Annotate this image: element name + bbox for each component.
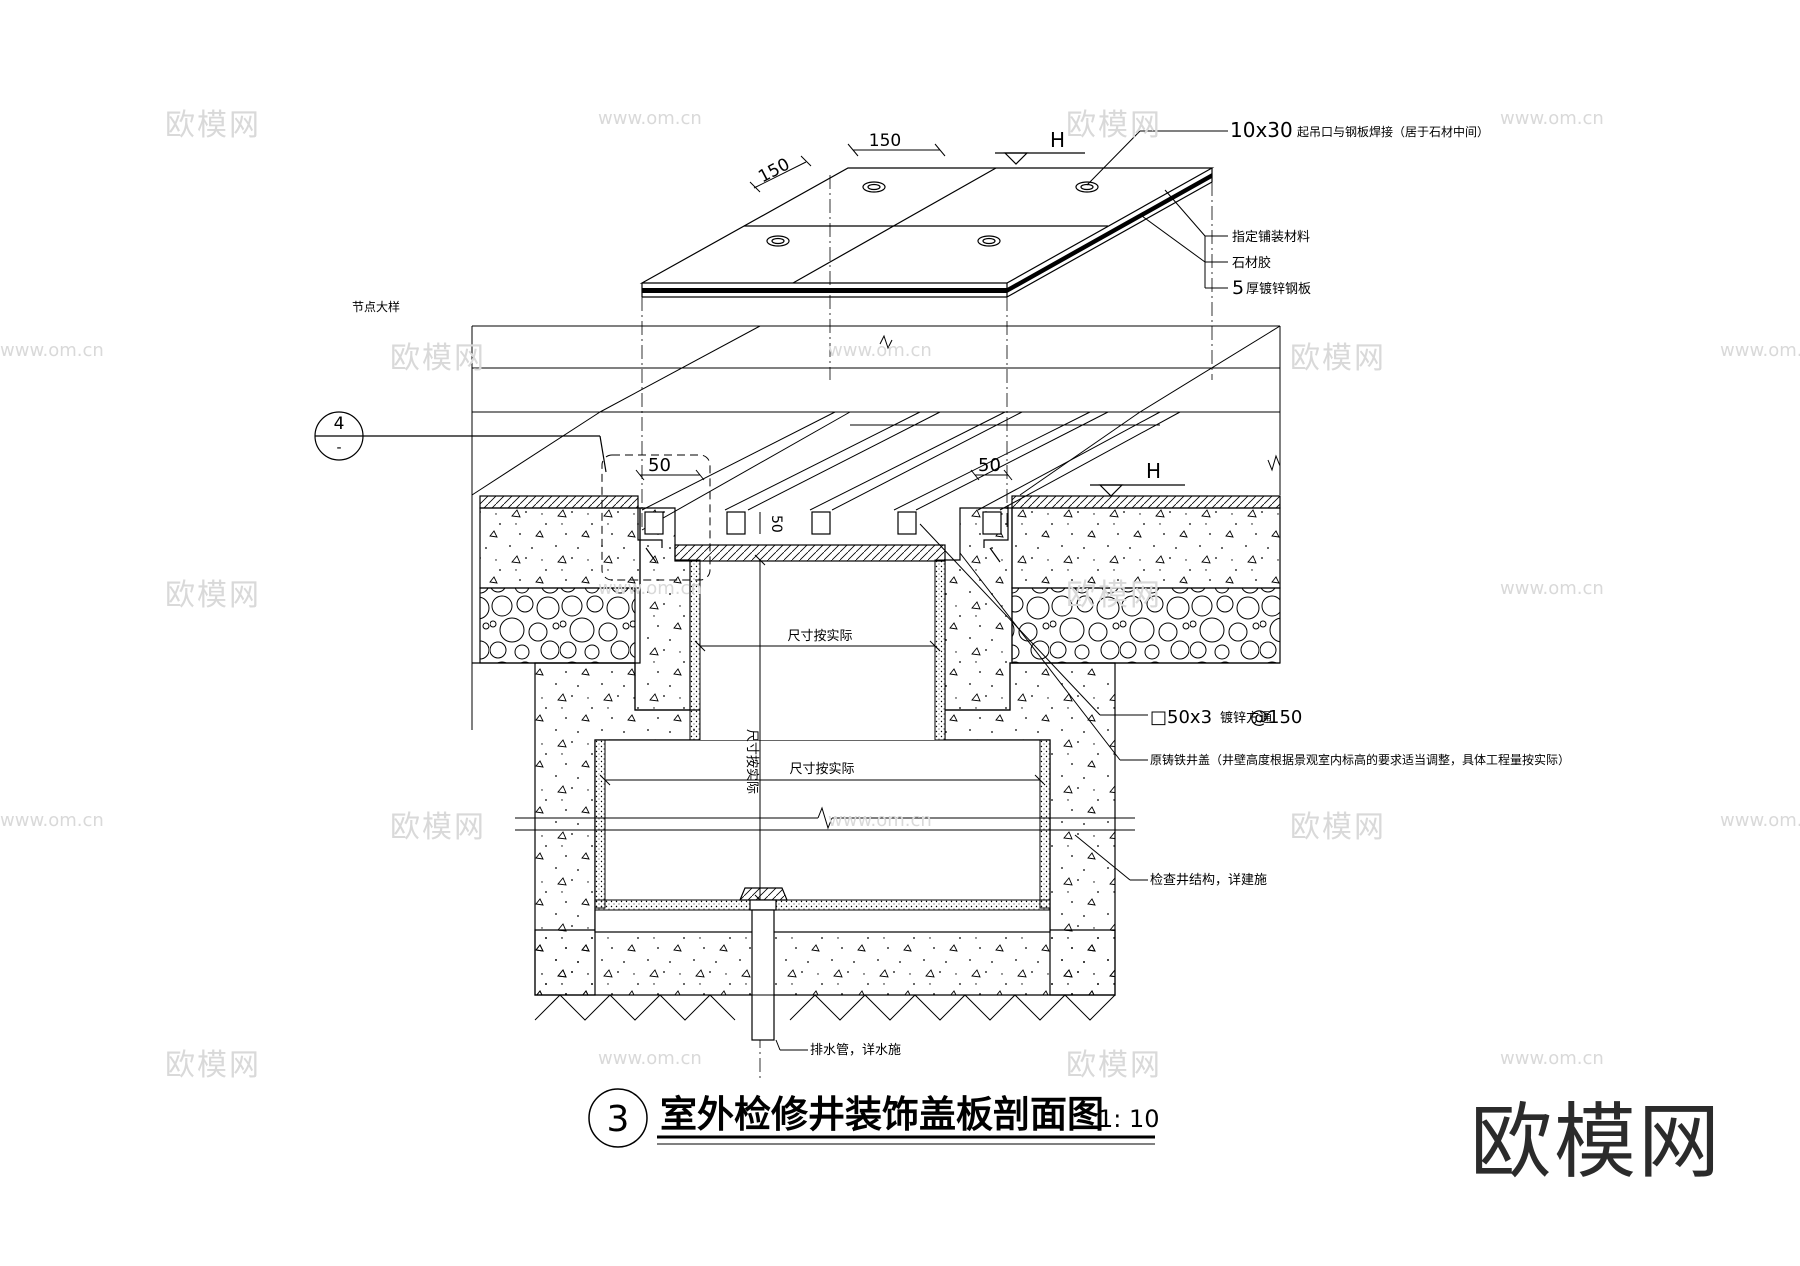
title-block [588,1088,1155,1148]
detail-callout-box [601,454,711,581]
dim-well-top: 尺寸按实际 [787,629,852,644]
dim-frame-left: 50 [648,455,671,476]
grating-frame-section [637,505,1009,563]
frame-dimensions [635,469,1013,534]
level-mark-top-label: H [1050,128,1065,152]
dim-well-body: 尺寸按实际 [789,762,854,777]
level-mark-right-label: H [1146,459,1161,483]
lifting-slot-note: 起吊口与钢板焊接（居于石材中间） [1297,124,1489,139]
dim-well-depth: 尺寸按实际 [744,729,759,794]
leaders-upper-right [1086,130,1228,289]
dim-panel-width: 150 [869,131,901,151]
well-lining [594,559,1051,911]
title-scale: 1: 10 [1098,1105,1160,1133]
brand-logo: 欧模网 [1470,1095,1723,1190]
break-line [515,806,1135,831]
label-manhole-cover: 原铸铁井盖（井壁高度根据景观室内标高的要求适当调整，具体工程量按实际） [1150,752,1570,767]
label-steel-plate: 厚镀锌钢板 [1246,281,1311,297]
title-number: 3 [607,1099,630,1140]
level-mark-top [995,152,1085,165]
leaders-lower-right [775,523,1148,1051]
grating-bars [641,411,1181,531]
label-stone-glue: 石材胶 [1232,255,1271,271]
dim-frame-right: 50 [978,455,1001,476]
soil-hatch [534,994,1116,1021]
label-finish-material: 指定铺装材料 [1232,230,1310,245]
paving-isometric [471,325,1281,730]
panel-dimensions [749,143,946,193]
dim-panel-depth: 150 [755,154,793,187]
detail-label: 节点大样 [352,299,400,314]
dim-bar-height: 50 [768,515,784,533]
cover-panel-isometric [639,167,1215,298]
level-mark-right [1090,484,1185,497]
section-ref-sheet: - [336,440,341,456]
title-text: 室外检修井装饰盖板剖面图 [660,1093,1104,1136]
label-tube-prefix: □50x3 [1150,707,1212,728]
section-reference [314,411,607,473]
label-drain-pipe: 排水管，详水施 [810,1043,901,1058]
label-tube-suffix: @150 [1250,707,1302,728]
label-steel-plate-prefix: 5 [1232,277,1244,299]
lifting-slot-size: 10x30 [1230,118,1293,142]
ground-section [472,495,1281,664]
drain-pipe [739,887,788,1041]
label-well-structure: 检查井结构，详建施 [1150,873,1267,888]
section-ref-number: 4 [334,414,345,434]
label-tube-mid: 镀锌方通 [1220,710,1272,726]
